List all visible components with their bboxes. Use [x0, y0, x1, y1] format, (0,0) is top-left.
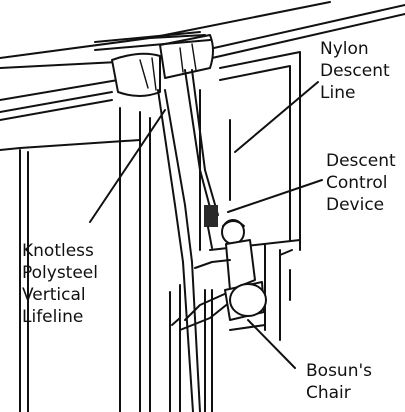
- building-facade: [0, 51, 301, 412]
- label-line: Device: [326, 195, 385, 215]
- leader-descent-control-device: [227, 179, 323, 213]
- leader-nylon-descent-line: [234, 81, 319, 153]
- descent-control-device: [204, 205, 218, 249]
- label-line: Descent: [320, 61, 390, 81]
- label-line: Knotless: [22, 241, 94, 261]
- label-bosuns-chair: Bosun's Chair: [306, 360, 372, 404]
- bosuns-chair: [224, 281, 267, 321]
- label-line: Line: [320, 83, 356, 103]
- label-line: Descent: [326, 151, 396, 171]
- label-line: Bosun's: [306, 361, 372, 381]
- roof-parapet: [0, 1, 405, 101]
- leader-lines: [89, 81, 323, 369]
- label-line: Control: [326, 173, 388, 193]
- label-nylon-descent-line: Nylon Descent Line: [320, 38, 390, 104]
- label-descent-control-device: Descent Control Device: [326, 150, 396, 216]
- worker-figure: [171, 219, 256, 331]
- leader-knotless-lifeline: [89, 109, 166, 223]
- label-knotless-lifeline: Knotless Polysteel Vertical Lifeline: [22, 240, 98, 328]
- ropes: [157, 69, 219, 412]
- leader-bosuns-chair: [247, 319, 296, 369]
- label-line: Vertical: [22, 285, 86, 305]
- label-line: Polysteel: [22, 263, 98, 283]
- roof-anchor-pad: [94, 31, 214, 97]
- label-line: Nylon: [320, 39, 369, 59]
- label-line: Lifeline: [22, 307, 84, 327]
- label-line: Chair: [306, 383, 351, 403]
